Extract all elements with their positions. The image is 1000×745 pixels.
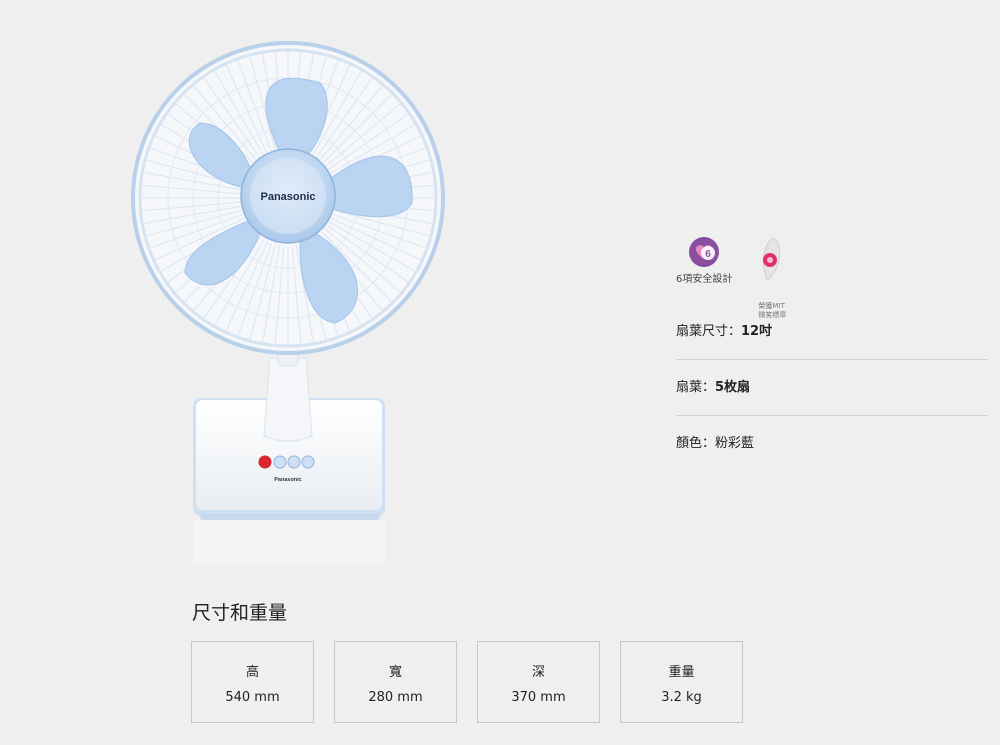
- hub-brand-text: Panasonic: [260, 191, 315, 203]
- dimension-value: 540 mm: [225, 690, 280, 705]
- base-brand-text: Panasonic: [274, 477, 302, 483]
- dimension-value: 280 mm: [368, 690, 423, 705]
- svg-text:6: 6: [705, 249, 711, 260]
- safety-six-icon: 6: [689, 237, 720, 267]
- dimensions-grid: 高 540 mm 寬 280 mm 深 370 mm 重量 3.2 kg: [191, 641, 743, 723]
- spec-blade-size: 扇葉尺寸：12吋: [676, 304, 988, 360]
- dimension-label: 高: [245, 665, 259, 680]
- spec-list: 扇葉尺寸：12吋 扇葉：5枚扇 顏色：粉彩藍: [676, 304, 988, 472]
- dimension-width: 寬 280 mm: [334, 641, 457, 723]
- dimension-depth: 深 370 mm: [477, 641, 600, 723]
- product-image-fan: Panasonic Panasonic: [120, 28, 465, 568]
- mit-line-1: 榮獲MIT: [758, 302, 785, 310]
- spec-label: 扇葉尺寸：: [676, 324, 742, 339]
- spec-blade-count: 扇葉：5枚扇: [676, 360, 988, 416]
- dimension-weight: 重量 3.2 kg: [620, 641, 743, 723]
- dimension-label: 寬: [388, 665, 402, 680]
- dimension-label: 深: [531, 665, 545, 680]
- dimension-height: 高 540 mm: [191, 641, 314, 723]
- dimensions-title: 尺寸和重量: [192, 602, 288, 624]
- dimension-value: 3.2 kg: [661, 690, 702, 705]
- dimension-label: 重量: [668, 665, 695, 680]
- spec-value: 12吋: [741, 324, 773, 339]
- spec-label: 顏色：: [676, 436, 716, 451]
- spec-value: 5枚扇: [715, 380, 751, 395]
- spec-value: 粉彩藍: [715, 436, 755, 451]
- mit-line-2: 微笑標章: [758, 311, 787, 319]
- spec-label: 扇葉：: [676, 380, 716, 395]
- safety-design-badge: 6 6項安全設計: [676, 236, 732, 285]
- mit-taiwan-icon: [763, 237, 781, 281]
- dimension-value: 370 mm: [511, 690, 566, 705]
- feature-badges: 6 6項安全設計 榮獲MIT 微笑標章: [676, 236, 786, 320]
- mit-badge: 榮獲MIT 微笑標章: [758, 236, 786, 320]
- spec-color: 顏色：粉彩藍: [676, 416, 988, 472]
- safety-design-caption: 6項安全設計: [676, 274, 733, 285]
